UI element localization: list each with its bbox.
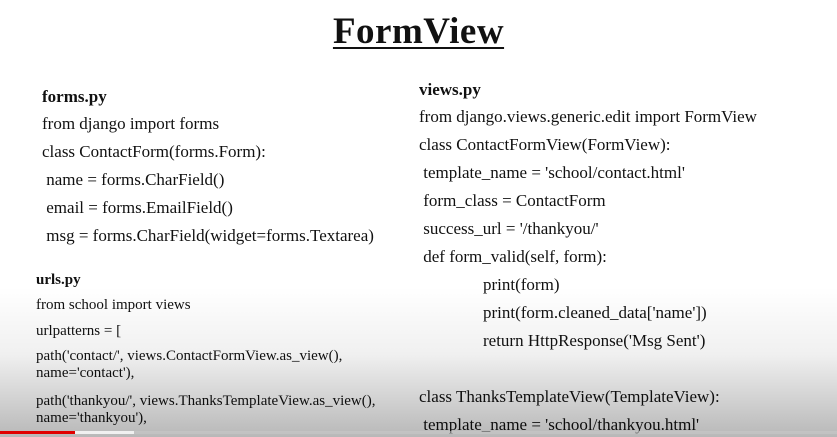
views-line-1: from django.views.generic.edit import Fo… (419, 107, 757, 126)
views-line-3: template_name = 'school/contact.html' (419, 163, 685, 182)
views-line-8: print(form.cleaned_data['name']) (483, 303, 707, 322)
forms-line-3: name = forms.CharField() (42, 170, 225, 189)
urls-line-1: from school import views (36, 297, 191, 313)
forms-line-1: from django import forms (42, 114, 220, 133)
video-progress-bar[interactable] (0, 431, 837, 434)
views-line-10: class ThanksTemplateView(TemplateView): (419, 387, 720, 406)
forms-heading: forms.py (42, 87, 107, 106)
views-heading: views.py (419, 80, 481, 99)
views-line-5: success_url = '/thankyou/' (419, 219, 599, 238)
progress-played (0, 431, 76, 434)
views-line-9: return HttpResponse('Msg Sent') (483, 331, 706, 350)
urls-line-3: path('contact/', views.ContactFormView.a… (36, 348, 343, 381)
views-line-2: class ContactFormView(FormView): (419, 135, 671, 154)
urls-heading: urls.py (36, 272, 81, 288)
views-line-6: def form_valid(self, form): (419, 247, 607, 266)
urls-line-4: path('thankyou/', views.ThanksTemplateVi… (36, 393, 376, 426)
views-line-7: print(form) (483, 275, 560, 294)
forms-line-5: msg = forms.CharField(widget=forms.Texta… (42, 226, 374, 245)
forms-line-2: class ContactForm(forms.Form): (42, 142, 266, 161)
urls-line-2: urlpatterns = [ (36, 323, 122, 339)
forms-line-4: email = forms.EmailField() (42, 198, 233, 217)
views-line-11: template_name = 'school/thankyou.html' (419, 415, 700, 434)
slide-title: FormView (332, 11, 505, 52)
views-line-4: form_class = ContactForm (419, 191, 606, 210)
